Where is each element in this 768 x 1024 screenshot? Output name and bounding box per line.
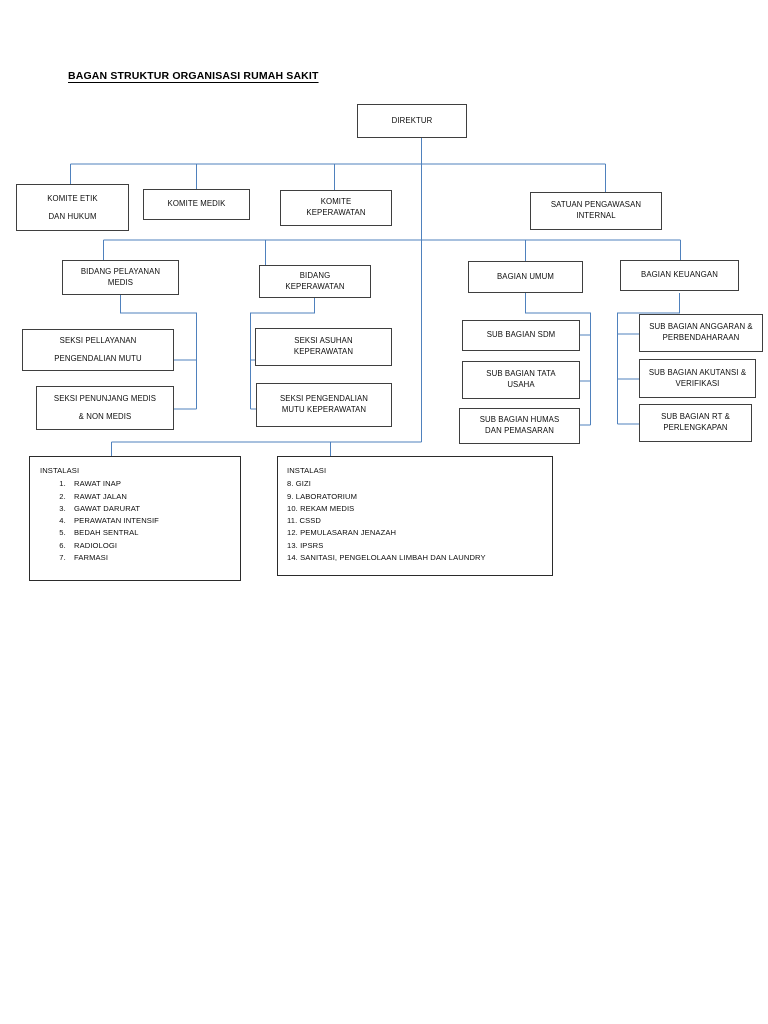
node-direktur[interactable]: DIREKTUR — [357, 104, 467, 138]
node-bidang-keperawatan-line2: KEPERAWATAN — [285, 281, 345, 291]
node-sub-bagian-rt-perlengkapan[interactable]: SUB BAGIAN RT & PERLENGKAPAN — [639, 404, 752, 442]
list-item: 13. IPSRS — [287, 540, 324, 550]
list-item: RAWAT JALAN — [68, 491, 240, 503]
instalasi-left-box[interactable]: INSTALASI RAWAT INAP RAWAT JALAN GAWAT D… — [29, 456, 241, 581]
node-sub-bagian-anggaran-line1: SUB BAGIAN ANGGARAN & — [649, 322, 753, 332]
list-item: PERAWATAN INTENSIF — [68, 515, 240, 527]
node-bagian-keuangan-label: BAGIAN KEUANGAN — [641, 270, 718, 280]
list-item: 14. SANITASI, PENGELOLAAN LIMBAH DAN LAU… — [287, 553, 486, 563]
node-komite-keperawatan[interactable]: KOMITE KEPERAWATAN — [280, 190, 392, 226]
node-seksi-pellayanan-line1: SEKSI PELLAYANAN — [59, 336, 137, 346]
node-seksi-penunjang-line2: & NON MEDIS — [78, 412, 132, 421]
instalasi-right-heading: INSTALASI — [287, 466, 327, 475]
list-item: BEDAH SENTRAL — [68, 527, 240, 539]
node-seksi-penunjang-medis-non-medis[interactable]: SEKSI PENUNJANG MEDIS & NON MEDIS — [36, 386, 174, 430]
list-item: GAWAT DARURAT — [68, 503, 240, 515]
node-bidang-keperawatan-line1: BIDANG — [299, 270, 331, 280]
node-seksi-asuhan-keperawatan[interactable]: SEKSI ASUHAN KEPERAWATAN — [255, 328, 392, 366]
node-satuan-pengawasan-internal[interactable]: SATUAN PENGAWASAN INTERNAL — [530, 192, 662, 230]
node-seksi-pellayanan-line2: PENGENDALIAN MUTU — [54, 354, 142, 363]
node-sub-bagian-anggaran-perbendaharaan[interactable]: SUB BAGIAN ANGGARAN & PERBENDAHARAAN — [639, 314, 763, 352]
node-seksi-asuhan-line1: SEKSI ASUHAN — [294, 336, 353, 346]
node-sub-bagian-humas-dan-pemasaran[interactable]: SUB BAGIAN HUMAS DAN PEMASARAN — [459, 408, 580, 444]
node-seksi-pengendalian-line2: MUTU KEPERAWATAN — [281, 405, 367, 414]
node-sub-bagian-anggaran-line2: PERBENDAHARAAN — [662, 333, 740, 342]
node-sub-bagian-akutansi-line1: SUB BAGIAN AKUTANSI & — [648, 367, 747, 377]
node-sub-bagian-tata-usaha[interactable]: SUB BAGIAN TATA USAHA — [462, 361, 580, 399]
node-bagian-umum-label: BAGIAN UMUM — [497, 271, 554, 281]
node-sub-bagian-rt-line1: SUB BAGIAN RT & — [661, 412, 730, 422]
node-seksi-asuhan-line2: KEPERAWATAN — [293, 347, 354, 356]
node-direktur-label: DIREKTUR — [391, 115, 433, 125]
node-komite-etik-dan-hukum[interactable]: KOMITE ETIK DAN HUKUM — [16, 184, 129, 231]
instalasi-left-heading: INSTALASI — [40, 466, 80, 475]
page-title: BAGAN STRUKTUR ORGANISASI RUMAH SAKIT — [68, 70, 319, 82]
node-sub-bagian-sdm-label: SUB BAGIAN SDM — [486, 330, 556, 340]
node-satuan-pengawasan-line1: SATUAN PENGAWASAN — [550, 200, 642, 210]
node-sub-bagian-rt-line2: PERLENGKAPAN — [663, 423, 728, 432]
node-bidang-pelayanan-medis-line1: BIDANG PELAYANAN — [80, 266, 161, 276]
node-bagian-umum[interactable]: BAGIAN UMUM — [468, 261, 583, 293]
node-sub-bagian-humas-line2: DAN PEMASARAN — [485, 426, 554, 435]
node-komite-keperawatan-line2: KEPERAWATAN — [306, 208, 366, 217]
list-item: 10. REKAM MEDIS — [287, 503, 355, 513]
node-sub-bagian-humas-line1: SUB BAGIAN HUMAS — [479, 415, 560, 425]
node-sub-bagian-tata-usaha-line1: SUB BAGIAN TATA — [486, 369, 556, 379]
node-seksi-pellayanan-pengendalian-mutu[interactable]: SEKSI PELLAYANAN PENGENDALIAN MUTU — [22, 329, 174, 371]
node-komite-medik[interactable]: KOMITE MEDIK — [143, 189, 250, 220]
list-item: 11. CSSD — [287, 516, 321, 526]
node-sub-bagian-tata-usaha-line2: USAHA — [507, 380, 535, 389]
node-komite-keperawatan-line1: KOMITE — [320, 197, 352, 207]
node-sub-bagian-akutansi-verifikasi[interactable]: SUB BAGIAN AKUTANSI & VERIFIKASI — [639, 359, 756, 398]
node-sub-bagian-akutansi-line2: VERIFIKASI — [675, 378, 720, 388]
list-item: 8. GIZI — [287, 479, 311, 489]
list-item: RADIOLOGI — [68, 540, 240, 552]
list-item: 9. LABORATORIUM — [287, 491, 357, 501]
list-item: RAWAT INAP — [68, 478, 240, 490]
instalasi-right-box[interactable]: INSTALASI 8. GIZI 9. LABORATORIUM 10. RE… — [277, 456, 553, 576]
node-satuan-pengawasan-line2: INTERNAL — [576, 211, 616, 220]
node-bagian-keuangan[interactable]: BAGIAN KEUANGAN — [620, 260, 739, 291]
node-komite-etik-line1: KOMITE ETIK — [47, 193, 98, 203]
node-seksi-penunjang-line1: SEKSI PENUNJANG MEDIS — [53, 394, 157, 404]
node-seksi-pengendalian-line1: SEKSI PENGENDALIAN — [279, 394, 369, 404]
node-komite-etik-line2: DAN HUKUM — [48, 211, 97, 221]
list-item: FARMASI — [68, 552, 240, 564]
node-bidang-keperawatan[interactable]: BIDANG KEPERAWATAN — [259, 265, 371, 298]
node-bidang-pelayanan-medis-line2: MEDIS — [107, 277, 134, 287]
node-seksi-pengendalian-mutu-keperawatan[interactable]: SEKSI PENGENDALIAN MUTU KEPERAWATAN — [256, 383, 392, 427]
instalasi-left-list: RAWAT INAP RAWAT JALAN GAWAT DARURAT PER… — [40, 478, 240, 564]
node-komite-medik-label: KOMITE MEDIK — [167, 199, 226, 209]
node-sub-bagian-sdm[interactable]: SUB BAGIAN SDM — [462, 320, 580, 351]
node-bidang-pelayanan-medis[interactable]: BIDANG PELAYANAN MEDIS — [62, 260, 179, 295]
list-item: 12. PEMULASARAN JENAZAH — [287, 528, 397, 538]
